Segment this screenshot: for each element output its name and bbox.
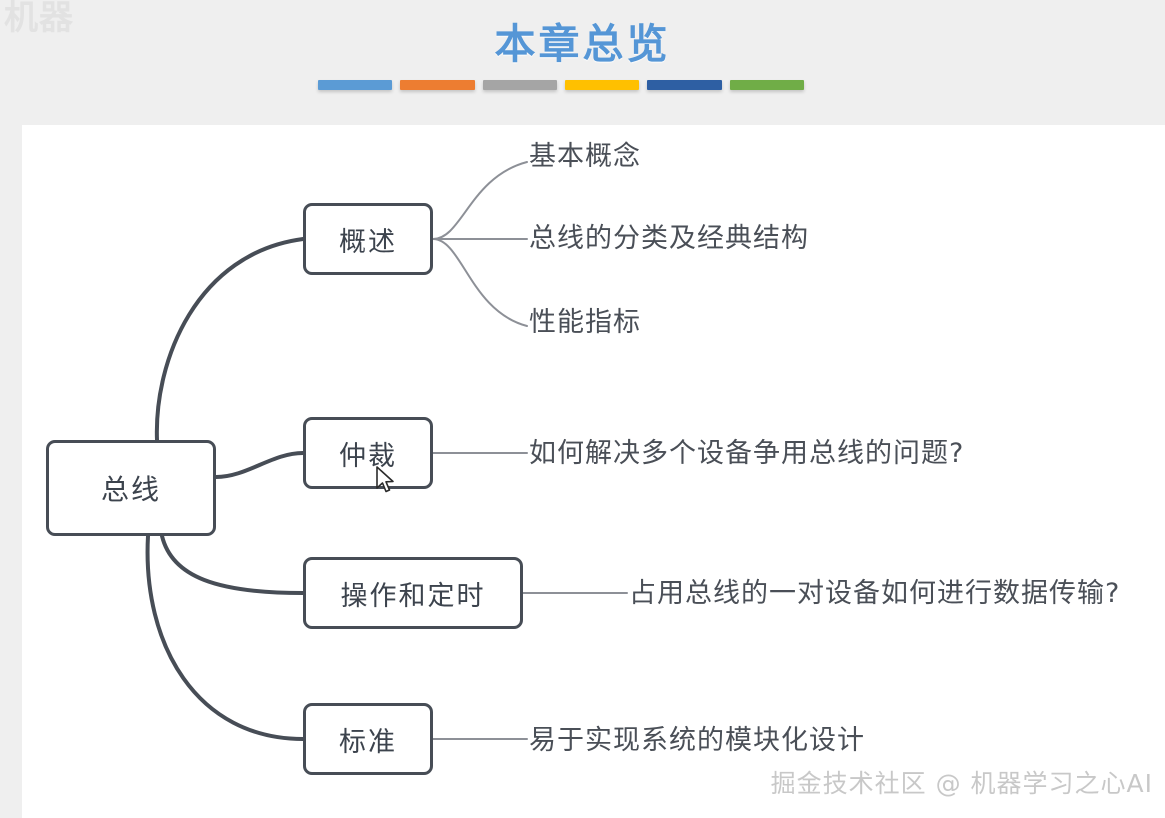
connector-overview-to-leaf-1 [432, 161, 528, 240]
connector-root-to-operation [160, 534, 305, 595]
connector-root-to-arbitration [214, 451, 305, 479]
accent-bar-gray [482, 80, 557, 90]
mindmap-connectors [145, 161, 628, 741]
mindmap-leaf-basic-concept[interactable]: 基本概念 [529, 141, 641, 172]
accent-bar-orange [400, 80, 475, 90]
accent-bar-row [318, 80, 804, 92]
mindmap-node-standard[interactable]: 标准 [303, 703, 433, 775]
mindmap-leaf-standard-benefit[interactable]: 易于实现系统的模块化设计 [529, 725, 865, 756]
mindmap-leaf-performance-metrics[interactable]: 性能指标 [529, 307, 641, 338]
page-title: 本章总览 [494, 21, 671, 67]
mindmap-leaf-operation-question[interactable]: 占用总线的一对设备如何进行数据传输? [629, 578, 1121, 609]
mindmap-node-overview[interactable]: 概述 [303, 203, 433, 275]
mindmap-node-root[interactable]: 总线 [46, 440, 216, 536]
mindmap-leaf-arbitration-question[interactable]: 如何解决多个设备争用总线的问题? [529, 438, 965, 469]
accent-bar-blue-dark [647, 80, 722, 90]
accent-bar-green [729, 80, 804, 90]
mindmap-node-operation-timing[interactable]: 操作和定时 [303, 557, 523, 629]
accent-bar-yellow [564, 80, 640, 90]
mindmap-leaf-classification-structure[interactable]: 总线的分类及经典结构 [529, 223, 809, 254]
mindmap-node-arbitration[interactable]: 仲裁 [303, 417, 433, 489]
mindmap-canvas: 总线 概述 仲裁 操作和定时 标准 基本概念 总线的分类及经典结构 性能指标 如… [22, 125, 1165, 818]
corner-watermark: 机器 [4, 0, 74, 37]
accent-bar-blue-light [318, 80, 393, 90]
connector-root-to-standard [145, 534, 305, 741]
connector-root-to-overview [154, 237, 305, 442]
bottom-watermark: 掘金技术社区 @ 机器学习之心AI [770, 769, 1153, 798]
connector-overview-to-leaf-3 [432, 238, 528, 327]
